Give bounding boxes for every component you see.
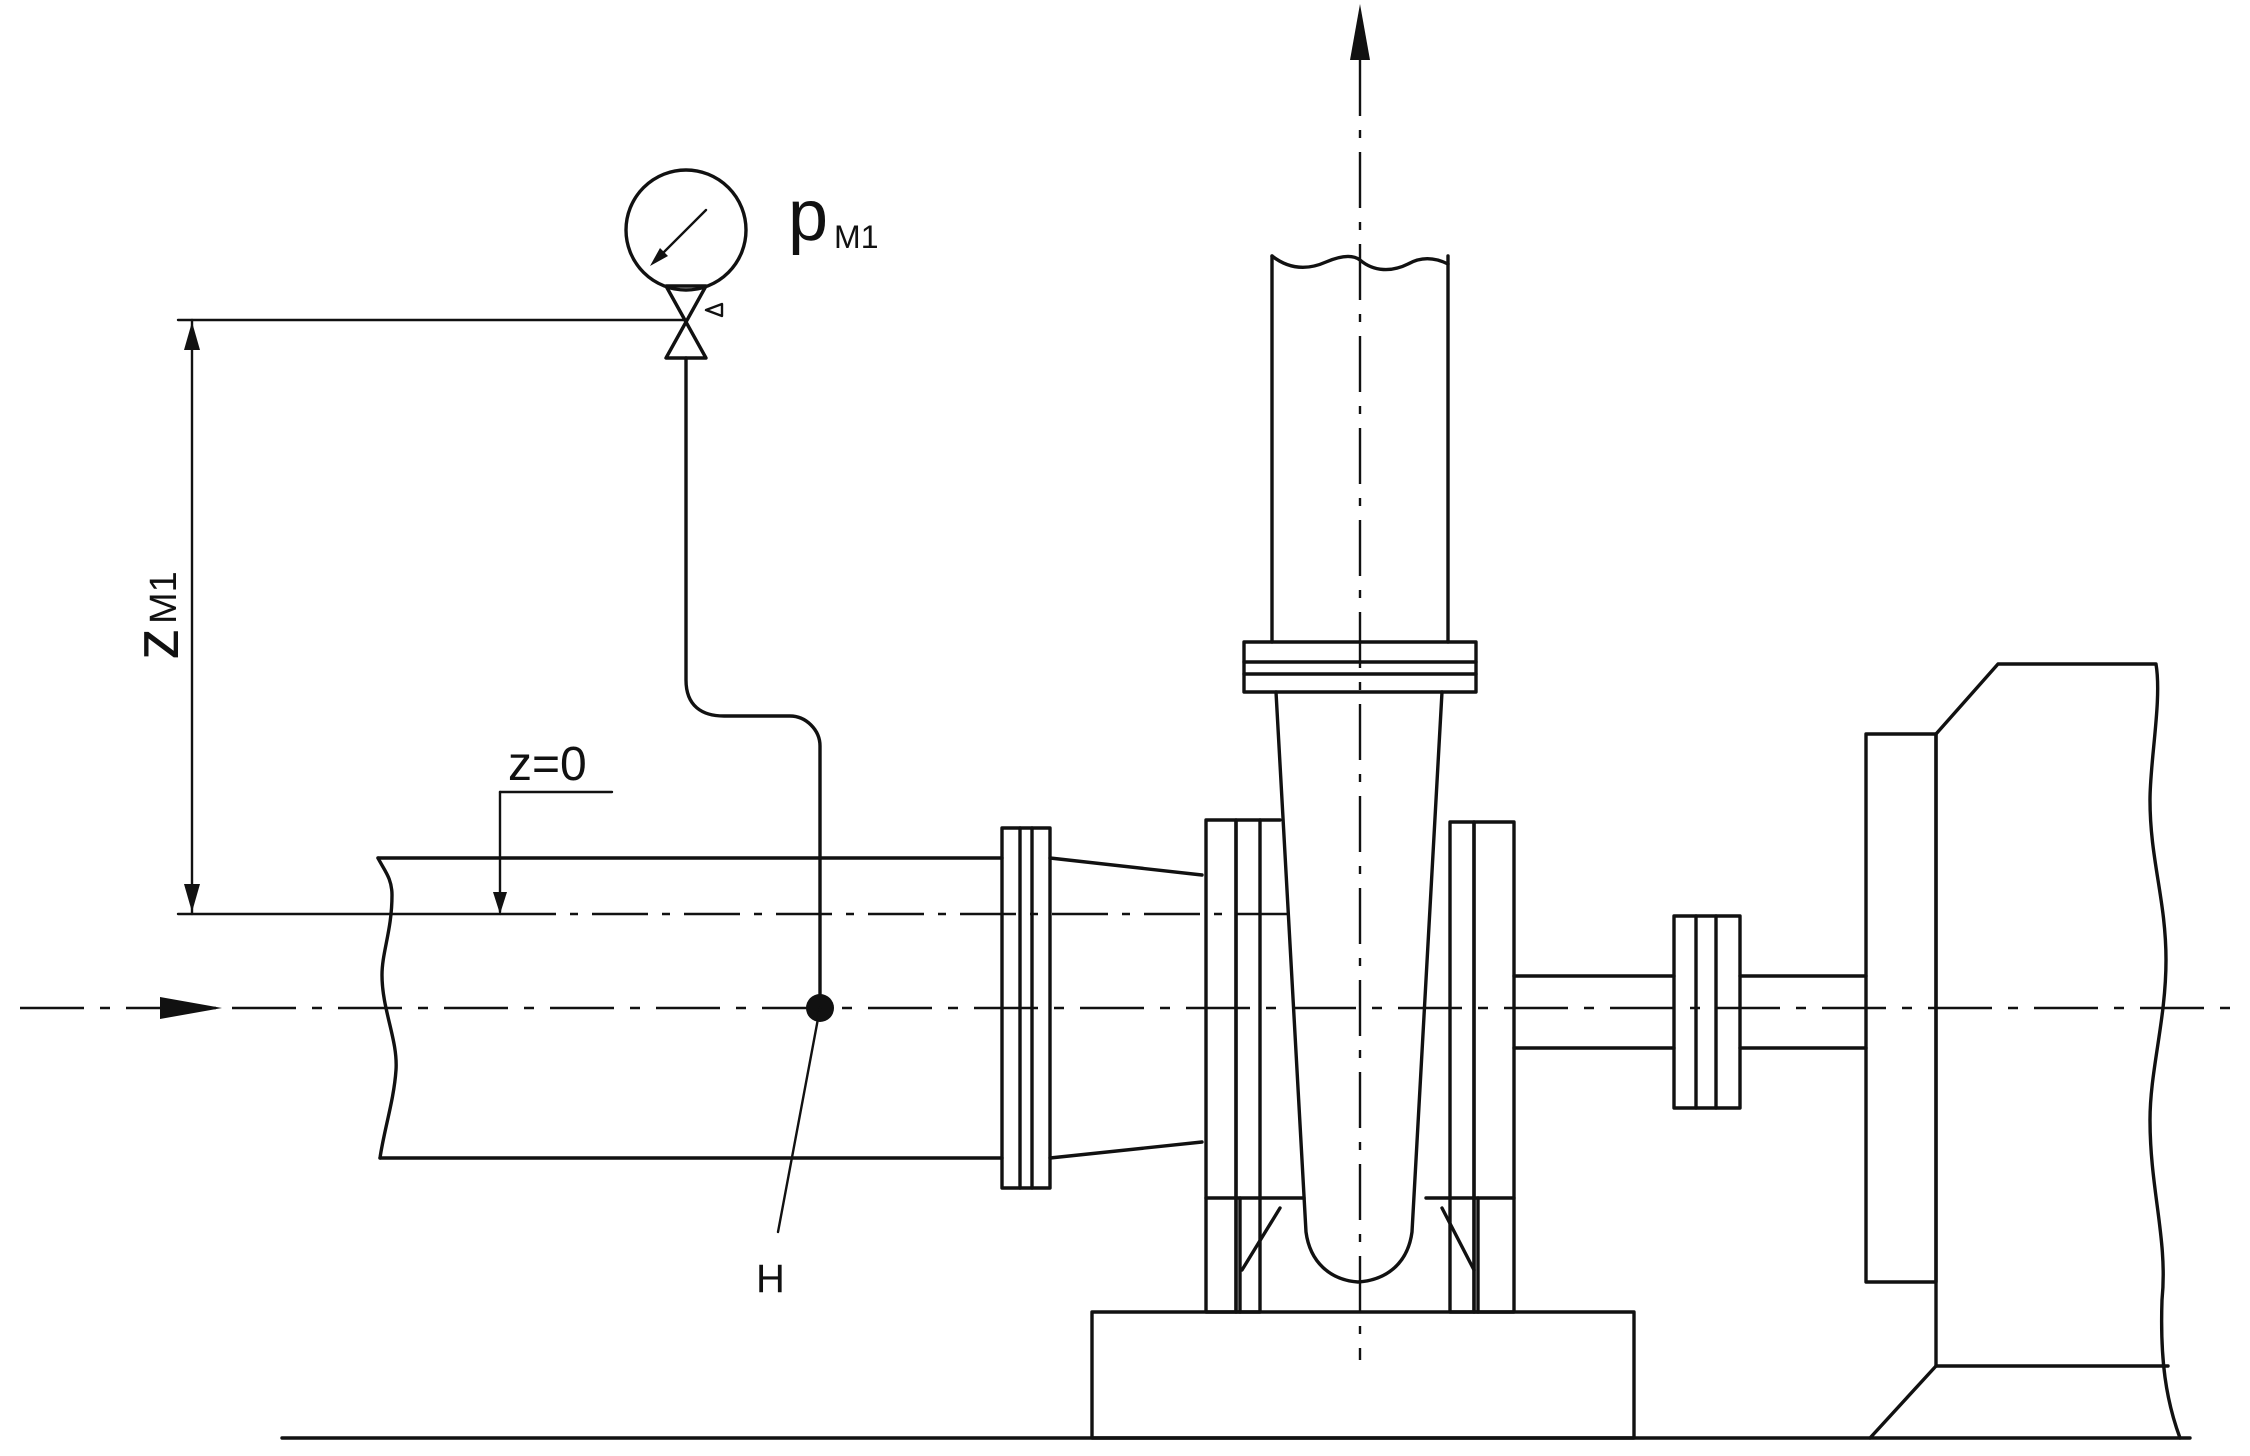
measurement-point-leader [776,1006,822,1234]
datum-label: z=0 [508,738,587,791]
suction-reducer [1048,856,1204,1160]
discharge-nozzle [1274,690,1444,1284]
suction-flange [1000,826,1052,1190]
height-dimension [176,318,688,916]
svg-text:zM1: zM1 [120,571,192,660]
suction-pipe [376,856,1290,1160]
measurement-point-label: H [756,1257,785,1301]
gauge-valve-icon [664,284,724,360]
pressure-gauge-icon [624,168,748,292]
motor [1864,662,2182,1440]
pump-shaft [1512,974,1868,1050]
inflow-arrow-icon [160,997,222,1019]
datum-marker [493,790,614,914]
shaft-coupling [1672,914,1742,1110]
outflow-arrow-icon [1350,4,1370,60]
impulse-line [684,356,822,1010]
pump-base [1090,1310,1636,1440]
height-dimension-label: zM1 [120,571,192,660]
